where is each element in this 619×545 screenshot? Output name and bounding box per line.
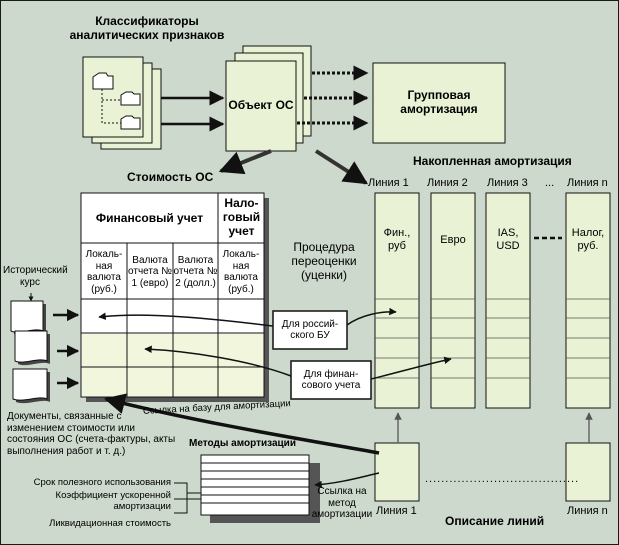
financial-accounting-box: Для финан-сового учета bbox=[301, 368, 361, 392]
bottom-line-label: Линия 1 bbox=[376, 505, 417, 517]
object-stack bbox=[225, 45, 312, 152]
historical-rate-label: Исторический курс bbox=[3, 265, 68, 288]
method-label: Ликвидационная стоимость bbox=[49, 518, 171, 529]
arrow-icon bbox=[346, 307, 397, 326]
russian-accounting-box: Для россий-ского БУ bbox=[281, 318, 339, 342]
column-report-currency-2: Валюта отчета № 2 (долл.) bbox=[173, 254, 218, 289]
cost-title: Стоимость ОС bbox=[127, 170, 214, 184]
line-columns bbox=[374, 192, 611, 409]
line-description-title: Описание линий bbox=[445, 514, 545, 528]
revaluation-label: Процедура переоценки (уценки) bbox=[291, 240, 357, 282]
arrow-icon bbox=[144, 345, 292, 377]
arrow-icon bbox=[103, 393, 380, 455]
line-header: Линия n bbox=[567, 177, 608, 189]
line-header: Линия 3 bbox=[487, 177, 528, 189]
classifiers-title: Классификаторы аналитических признаков bbox=[69, 14, 225, 42]
document-icon bbox=[10, 300, 50, 404]
financial-accounting-header: Финансовый учет bbox=[95, 210, 204, 225]
documents-label: Документы, связанные с изменением стоимо… bbox=[7, 411, 176, 457]
arrow-icon bbox=[297, 65, 369, 131]
folder-icon bbox=[92, 72, 141, 130]
accumulated-amortization-title: Накопленная амортизация bbox=[413, 154, 572, 168]
method-link-label: Ссылка на метод амортизации bbox=[311, 486, 373, 520]
line-cell: IAS, USD bbox=[496, 227, 520, 252]
arrow-icon bbox=[370, 356, 452, 380]
line-header: Линия 1 bbox=[368, 177, 409, 189]
column-local-currency: Локаль-ная валюта (руб.) bbox=[85, 249, 123, 295]
arrow-icon bbox=[314, 472, 380, 489]
arrow-icon bbox=[314, 149, 369, 185]
bottom-dots: ...................................... bbox=[425, 473, 580, 485]
column-tax-local-currency: Локаль-ная валюта (руб.) bbox=[222, 249, 260, 295]
line-cell: Налог, руб. bbox=[571, 227, 605, 252]
methods-list bbox=[200, 454, 320, 523]
bottom-line-label: Линия n bbox=[567, 505, 608, 517]
method-label: Коэффициент ускоренной амортизации bbox=[55, 490, 171, 512]
line-1-description-box bbox=[374, 442, 420, 502]
method-label: Срок полезного использования bbox=[33, 477, 171, 488]
line-header: Линия 2 bbox=[427, 177, 468, 189]
russian-box-frame bbox=[272, 310, 348, 350]
arrow-icon bbox=[218, 149, 272, 175]
line-cell: Евро bbox=[440, 233, 466, 246]
line-header: ... bbox=[545, 177, 555, 189]
group-amortization-box bbox=[372, 62, 506, 144]
tax-accounting-header: Нало-говый учет bbox=[222, 196, 261, 238]
line-cell: Фин., руб bbox=[383, 227, 411, 252]
object-label: Объект ОС bbox=[228, 98, 294, 113]
financial-box-frame bbox=[290, 360, 372, 400]
cost-table bbox=[80, 192, 269, 402]
line-n-description-box bbox=[565, 442, 611, 502]
arrow-icon bbox=[98, 312, 274, 327]
methods-title: Методы амортизации bbox=[189, 438, 296, 449]
column-report-currency-1: Валюта отчета № 1 (евро) bbox=[128, 254, 172, 289]
group-amortization-label: Групповая амортизация bbox=[400, 88, 478, 116]
